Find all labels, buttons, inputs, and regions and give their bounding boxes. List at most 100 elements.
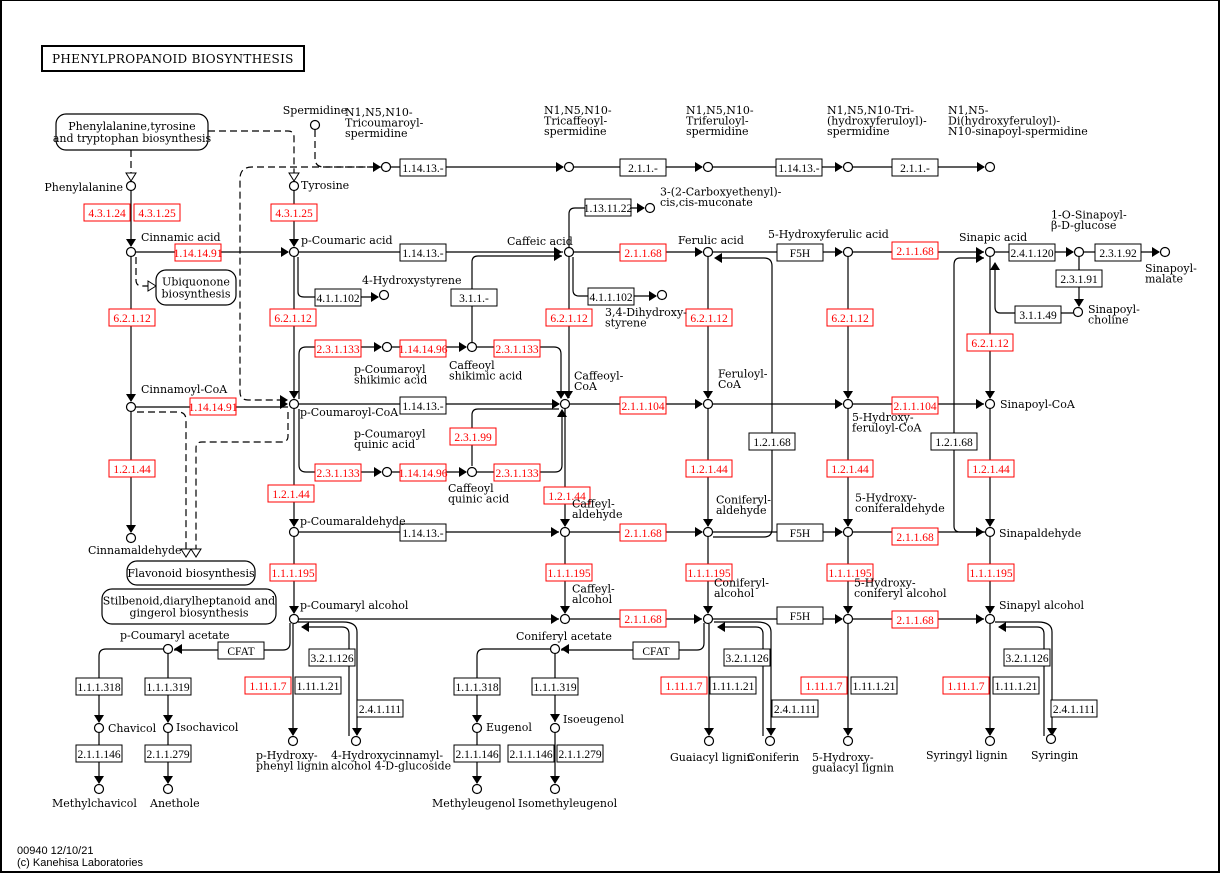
enzyme-box[interactable]: 1.2.1.44	[826, 459, 874, 478]
enzyme-box[interactable]: 1.1.1.319	[144, 677, 192, 696]
enzyme-box[interactable]: 1.1.1.318	[453, 677, 501, 696]
enzyme-box[interactable]: CFAT	[217, 641, 265, 660]
compound-circle[interactable]	[162, 643, 174, 655]
enzyme-box[interactable]: 2.3.1.133	[314, 339, 362, 358]
enzyme-box[interactable]: 1.1.1.195	[967, 563, 1015, 582]
compound-circle[interactable]	[125, 180, 137, 192]
compound-circle[interactable]	[378, 289, 390, 301]
compound-node[interactable]: Syringin	[1031, 733, 1078, 763]
enzyme-box[interactable]: 3.1.1.-	[450, 288, 498, 307]
enzyme-box[interactable]: 2.1.1.146	[507, 744, 555, 763]
compound-circle[interactable]	[288, 246, 300, 258]
compound-circle[interactable]	[471, 722, 483, 734]
enzyme-box[interactable]: 3.2.1.126	[723, 648, 771, 667]
compound-circle[interactable]	[842, 161, 854, 173]
compound-node[interactable]: Feruloyl-CoA	[702, 368, 768, 410]
enzyme-box[interactable]: 1.14.14.96	[399, 463, 448, 482]
compound-node[interactable]: Sinapoyl-CoA	[984, 398, 1076, 411]
enzyme-box[interactable]: 1.14.13.-	[399, 158, 447, 177]
compound-node[interactable]: Sinapyl alcohol	[984, 599, 1085, 625]
enzyme-box[interactable]: 1.11.1.7	[942, 676, 990, 695]
compound-node[interactable]: p-Coumaroyl-CoA	[288, 398, 400, 420]
enzyme-box[interactable]: 1.1.1.195	[685, 563, 733, 582]
enzyme-box[interactable]: 1.2.1.44	[108, 459, 156, 478]
compound-circle[interactable]	[656, 289, 668, 301]
compound-circle[interactable]	[1073, 246, 1085, 258]
compound-node[interactable]: 5-Hydroxyferulic acid	[768, 228, 889, 258]
compound-node[interactable]: Ferulic acid	[678, 234, 744, 258]
enzyme-box[interactable]: 4.3.1.24	[83, 203, 131, 222]
enzyme-box[interactable]: 1.11.1.7	[244, 676, 292, 695]
compound-node[interactable]: Spermidine	[283, 104, 347, 131]
compound-circle[interactable]	[93, 722, 105, 734]
enzyme-box[interactable]: 6.2.1.12	[966, 333, 1014, 352]
enzyme-box[interactable]: 1.11.1.21	[992, 676, 1040, 695]
enzyme-box[interactable]: 6.2.1.12	[108, 308, 156, 327]
pathway-map-link[interactable]: Flavonoid biosynthesis	[126, 560, 256, 586]
enzyme-box[interactable]: 1.2.1.44	[267, 484, 315, 503]
compound-circle[interactable]	[466, 341, 478, 353]
enzyme-box[interactable]: 3.2.1.126	[308, 648, 356, 667]
enzyme-box[interactable]: 2.4.1.111	[356, 699, 404, 718]
compound-node[interactable]: Coniferyl-aldehyde	[702, 494, 772, 538]
enzyme-box[interactable]: 1.11.1.7	[660, 676, 708, 695]
compound-circle[interactable]	[1045, 733, 1057, 745]
compound-node[interactable]: Coniferin	[747, 735, 799, 765]
compound-node[interactable]: Anethole	[149, 783, 200, 811]
compound-node[interactable]: p-Coumaryl alcohol	[288, 599, 409, 625]
enzyme-box[interactable]: F5H	[776, 243, 824, 262]
compound-circle[interactable]	[288, 180, 300, 192]
compound-node[interactable]: Cinnamic acid	[125, 231, 221, 258]
enzyme-box[interactable]: 2.1.1.68	[619, 609, 667, 628]
compound-circle[interactable]	[842, 613, 854, 625]
compound-circle[interactable]	[984, 398, 996, 410]
compound-circle[interactable]	[381, 466, 393, 478]
compound-circle[interactable]	[702, 398, 714, 410]
compound-node[interactable]: Sinapic acid	[959, 231, 1027, 258]
compound-circle[interactable]	[703, 735, 715, 747]
compound-node[interactable]: 4-Hydroxystyrene	[362, 274, 462, 301]
enzyme-box[interactable]: 4.3.1.25	[133, 203, 181, 222]
compound-node[interactable]: 1-O-Sinapoyl-β-D-glucose	[1051, 209, 1127, 258]
compound-circle[interactable]	[549, 722, 561, 734]
compound-node[interactable]: 5-Hydroxy-coniferaldehyde	[842, 492, 945, 538]
compound-circle[interactable]	[984, 613, 996, 625]
enzyme-box[interactable]: 2.3.1.133	[314, 463, 362, 482]
compound-node[interactable]: N1,N5,N10-Triferuloyl-spermidine	[686, 104, 754, 173]
enzyme-box[interactable]: 4.1.1.102	[587, 287, 635, 306]
enzyme-box[interactable]: 1.1.1.195	[826, 563, 874, 582]
enzyme-box[interactable]: 2.3.1.92	[1094, 243, 1142, 262]
enzyme-box[interactable]: 2.1.1.279	[144, 744, 192, 763]
compound-node[interactable]: Caffeyl-aldehyde	[559, 498, 623, 538]
compound-node[interactable]: p-Coumaric acid	[288, 234, 393, 258]
compound-node[interactable]: N1,N5,N10-Tri-(hydroxyferuloyl)-spermidi…	[827, 104, 927, 173]
compound-circle[interactable]	[984, 161, 996, 173]
enzyme-box[interactable]: 1.11.1.21	[294, 676, 342, 695]
compound-circle[interactable]	[288, 613, 300, 625]
compound-circle[interactable]	[350, 735, 362, 747]
compound-node[interactable]: 3,4-Dihydroxy-styrene	[605, 289, 687, 330]
compound-circle[interactable]	[1072, 306, 1084, 318]
enzyme-box[interactable]: 1.2.1.44	[967, 459, 1015, 478]
enzyme-box[interactable]: CFAT	[632, 641, 680, 660]
compound-circle[interactable]	[984, 526, 996, 538]
compound-node[interactable]: Cinnamaldehyde	[88, 532, 182, 558]
compound-circle[interactable]	[984, 735, 996, 747]
enzyme-box[interactable]: 2.3.1.133	[493, 463, 541, 482]
enzyme-box[interactable]: 2.1.1.104	[891, 396, 939, 415]
compound-node[interactable]: Caffeoyl-CoA	[559, 370, 624, 410]
compound-circle[interactable]	[842, 735, 854, 747]
compound-circle[interactable]	[471, 783, 483, 795]
enzyme-box[interactable]: 2.1.1.68	[891, 610, 939, 629]
enzyme-box[interactable]: 6.2.1.12	[269, 308, 317, 327]
compound-circle[interactable]	[93, 783, 105, 795]
compound-node[interactable]: Sinapoyl-choline	[1072, 303, 1141, 327]
enzyme-box[interactable]: 1.1.1.195	[545, 563, 593, 582]
compound-circle[interactable]	[288, 398, 300, 410]
